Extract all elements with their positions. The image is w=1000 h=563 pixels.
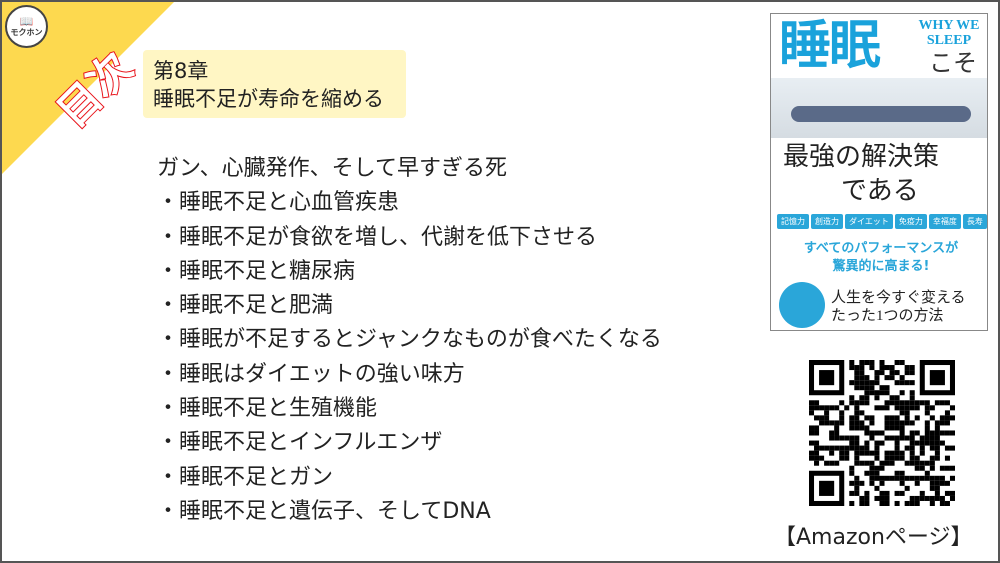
cover-circle-badge (779, 282, 825, 328)
chapter-heading: 第8章 睡眠不足が寿命を縮める (143, 50, 406, 118)
cover-tag: 長寿 (962, 214, 987, 229)
cover-tagline-2: たった1つの方法 (831, 308, 944, 324)
list-item: ・睡眠不足と糖尿病 (157, 258, 356, 284)
cover-title-en: WHY WE SLEEP (918, 18, 980, 48)
cover-blurb-2: 驚異的に高まる! (832, 259, 930, 274)
list-item: ・睡眠はダイエットの強い味方 (157, 361, 465, 387)
cover-blurb-1: すべてのパフォーマンスが (803, 241, 959, 256)
chapter-number: 第8章 (153, 59, 209, 83)
cover-blurb: すべてのパフォーマンスが 驚異的に高まる! (791, 240, 971, 276)
cover-tags: 記憶力 創造力 ダイエット 免疫力 幸福度 長寿 (777, 214, 987, 229)
cover-tagline-1: 人生を今すぐ変える (831, 290, 966, 306)
book-cover[interactable]: 睡眠 WHY WE SLEEP こそ 最強の解決策 である 記憶力 創造力 ダイ… (770, 13, 988, 331)
cover-title: 睡眠 (779, 16, 881, 76)
cover-tag: 記憶力 (777, 214, 809, 229)
list-item: ・睡眠不足と心血管疾患 (157, 190, 400, 216)
logo-text: モクホン (10, 27, 43, 37)
toc-list: ガン、心臓発作、そして早すぎる死 ・睡眠不足と心血管疾患 ・睡眠不足が食欲を増し… (157, 152, 662, 529)
book-icon: 📖 (19, 14, 34, 28)
cover-tag: 創造力 (811, 214, 843, 229)
list-item: ・睡眠不足とインフルエンザ (157, 430, 443, 456)
list-item: ・睡眠が不足するとジャンクなものが食べたくなる (157, 327, 662, 353)
list-item: ・睡眠不足と生殖機能 (157, 396, 378, 422)
list-item: ・睡眠不足とガン (157, 464, 334, 490)
amazon-link[interactable]: 【Amazonページ】 (774, 525, 973, 550)
list-item: ・睡眠不足と遺伝子、そしてDNA (157, 498, 491, 524)
mokuhon-logo: 📖 モクホン (5, 5, 48, 48)
chapter-title: 睡眠不足が寿命を縮める (153, 87, 384, 111)
cover-tagline: 人生を今すぐ変える たった1つの方法 (831, 289, 966, 325)
list-item: ・睡眠不足が食欲を増し、代謝を低下させる (157, 224, 598, 250)
cover-subtitle-2: である (841, 176, 919, 205)
cover-man-figure (791, 106, 971, 122)
cover-tag: 免疫力 (894, 214, 927, 229)
list-item: ガン、心臓発作、そして早すぎる死 (157, 156, 508, 181)
qr-code[interactable] (808, 360, 956, 506)
cover-tag: ダイエット (845, 214, 893, 229)
cover-tag: 幸福度 (928, 214, 961, 229)
cover-koso: こそ (929, 49, 977, 77)
list-item: ・睡眠不足と肥満 (157, 293, 334, 319)
cover-subtitle: 最強の解決策 (783, 142, 940, 171)
